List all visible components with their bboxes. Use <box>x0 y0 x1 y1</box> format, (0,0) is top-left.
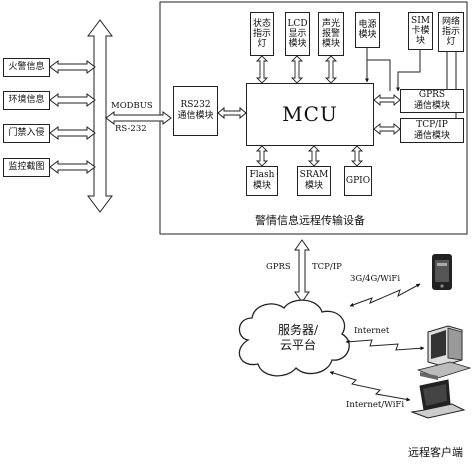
fire-alarm-module: 火警信息 <box>3 58 50 77</box>
flash-line2: 模块 <box>252 181 271 191</box>
left-arrow-2 <box>49 93 96 107</box>
mcu-tcpip-arrow <box>373 123 401 135</box>
cloud-label-line2: 云平台 <box>279 338 316 352</box>
link-label-mobile: 3G/4G/WiFi <box>350 274 401 284</box>
power-line2: 模块 <box>358 30 377 40</box>
tcpip-comm-module: TCP/IP 通信模块 <box>400 118 464 143</box>
lcd-display-module: LCD 显示 模块 <box>285 12 310 56</box>
flash-module: Flash 模块 <box>246 166 278 196</box>
sim-gprs-line <box>396 50 421 92</box>
rs232-module-line1: RS232 <box>180 100 211 110</box>
link-label-internet: Internet <box>354 326 390 336</box>
phone-icon <box>432 254 452 290</box>
cloud-label-line1: 服务器/ <box>277 323 319 337</box>
mcu-sram-arrow <box>307 145 321 167</box>
bottom-connector-arrows <box>255 145 364 167</box>
link-label-gprs: GPRS <box>266 262 291 272</box>
laptop-icon <box>410 379 466 419</box>
top-arrow-2 <box>290 55 304 84</box>
gprs-module-line2: 通信模块 <box>413 101 450 111</box>
lightning-arrow-icon-internet <box>345 339 425 351</box>
sim-line3: 块 <box>415 36 425 46</box>
flash-line1: Flash <box>249 170 275 180</box>
sram-line1: SRAM <box>299 170 329 180</box>
rs232-module-line2: 通信模块 <box>177 111 214 121</box>
tcpip-module-line2: 通信模块 <box>413 130 450 141</box>
mcu-gpio-arrow <box>350 145 364 167</box>
top-arrow-3 <box>324 55 338 84</box>
remote-client-caption: 远程客户端 <box>408 446 463 459</box>
mcu-label: MCU <box>282 102 338 126</box>
link-label-tcpip: TCP/IP <box>312 262 342 272</box>
rs232-mcu-arrow <box>217 106 247 120</box>
netlight-line1: 网络 <box>441 17 460 27</box>
device-cloud-double-arrow-icon <box>294 239 310 303</box>
top-arrow-1 <box>255 55 269 84</box>
sim-card-module: SIM 卡模 块 <box>408 12 433 50</box>
gpio-label: GPIO <box>345 175 371 186</box>
top-connector-arrows <box>255 55 338 84</box>
sim-line2: 卡模 <box>411 26 430 36</box>
status-light-module: 状态 指示 灯 <box>250 12 274 56</box>
sram-line2: 模块 <box>304 181 323 191</box>
mcu-flash-arrow <box>255 145 269 167</box>
left-connector-arrows <box>49 60 96 174</box>
cloud-icon <box>238 299 350 377</box>
power-module: 电源 模块 <box>355 12 380 48</box>
gprs-comm-module: GPRS 通信模块 <box>400 89 464 113</box>
sound-light-alarm-module: 声光 报警 模块 <box>318 12 344 56</box>
bus-label-rs232: RS-232 <box>115 124 147 134</box>
alarm-line2: 报警 <box>321 29 340 39</box>
fire-alarm-module-label: 火警信息 <box>8 62 45 72</box>
monitor-screenshot-module: 监控截图 <box>3 158 50 177</box>
gprs-module-line1: GPRS <box>418 90 446 100</box>
rs232-comm-module: RS232 通信模块 <box>173 86 218 136</box>
gpio-module: GPIO <box>344 166 372 196</box>
network-light-module: 网络 指示 灯 <box>438 12 464 52</box>
status-light-line2: 指示 <box>253 29 272 39</box>
lcd-line3: 模块 <box>288 39 307 49</box>
cloud-label: 服务器/ 云平台 <box>258 323 338 353</box>
lightning-arrow-icon-mobile <box>349 283 421 307</box>
sim-line1: SIM <box>411 16 430 26</box>
link-label-internet-wifi: Internet/WiFi <box>346 400 405 410</box>
access-control-module: 门禁入侵 <box>3 124 50 143</box>
lcd-line2: 显示 <box>288 29 307 39</box>
sram-module: SRAM 模块 <box>297 166 331 196</box>
alarm-line1: 声光 <box>321 19 340 29</box>
monitor-screenshot-module-label: 监控截图 <box>8 162 45 172</box>
mcu-block: MCU <box>246 83 374 146</box>
power-gprs-line <box>367 59 391 91</box>
netlight-line2: 指示 <box>441 27 460 37</box>
status-light-line1: 状态 <box>253 19 272 29</box>
left-arrow-3 <box>49 126 96 140</box>
status-light-line3: 灯 <box>257 39 267 49</box>
lightning-arrow-icon-wifi <box>329 371 411 402</box>
power-line1: 电源 <box>358 20 377 30</box>
modbus-arrow <box>105 111 172 125</box>
environment-module-label: 环境信息 <box>8 95 45 105</box>
access-control-module-label: 门禁入侵 <box>8 128 45 138</box>
device-title: 警情信息远程传输设备 <box>255 214 365 227</box>
desktop-computer-icon <box>416 325 472 380</box>
right-connector-arrows <box>373 94 401 135</box>
mcu-gprs-arrow <box>373 94 401 106</box>
tcpip-module-line1: TCP/IP <box>416 119 448 130</box>
left-arrow-1 <box>49 60 96 74</box>
bus-label-modbus: MODBUS <box>111 101 153 111</box>
left-arrow-4 <box>49 160 96 174</box>
alarm-line3: 模块 <box>321 39 340 49</box>
environment-module: 环境信息 <box>3 91 50 110</box>
netlight-line3: 灯 <box>446 37 456 47</box>
lcd-line1: LCD <box>287 19 308 29</box>
